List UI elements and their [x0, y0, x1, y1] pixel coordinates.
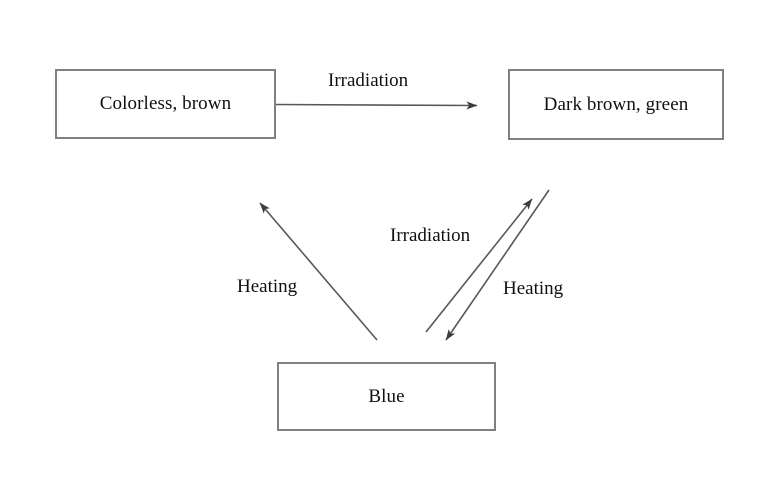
edge-label-irradiation-top: Irradiation: [328, 70, 409, 91]
node-box-colorless-brown[interactable]: Colorless, brown: [55, 69, 276, 139]
edge-label-heating-left: Heating: [237, 276, 298, 297]
edge-label-heating-right: Heating: [503, 278, 564, 299]
edge-dark-to-blue-line: [445, 189, 550, 341]
node-label-blue: Blue: [368, 385, 405, 407]
edge-blue-to-colorless-line: [259, 202, 378, 341]
edge-blue-to-dark-line: [425, 198, 533, 333]
node-label-colorless-brown: Colorless, brown: [99, 93, 232, 114]
node-box-blue[interactable]: Blue: [277, 362, 496, 431]
edge-colorless-to-dark-line: [275, 101, 478, 110]
edge-label-irradiation-middle: Irradiation: [390, 225, 471, 246]
node-label-dark-brown-green: Dark brown, green: [543, 93, 689, 115]
node-box-dark-brown-green[interactable]: Dark brown, green: [508, 69, 724, 140]
